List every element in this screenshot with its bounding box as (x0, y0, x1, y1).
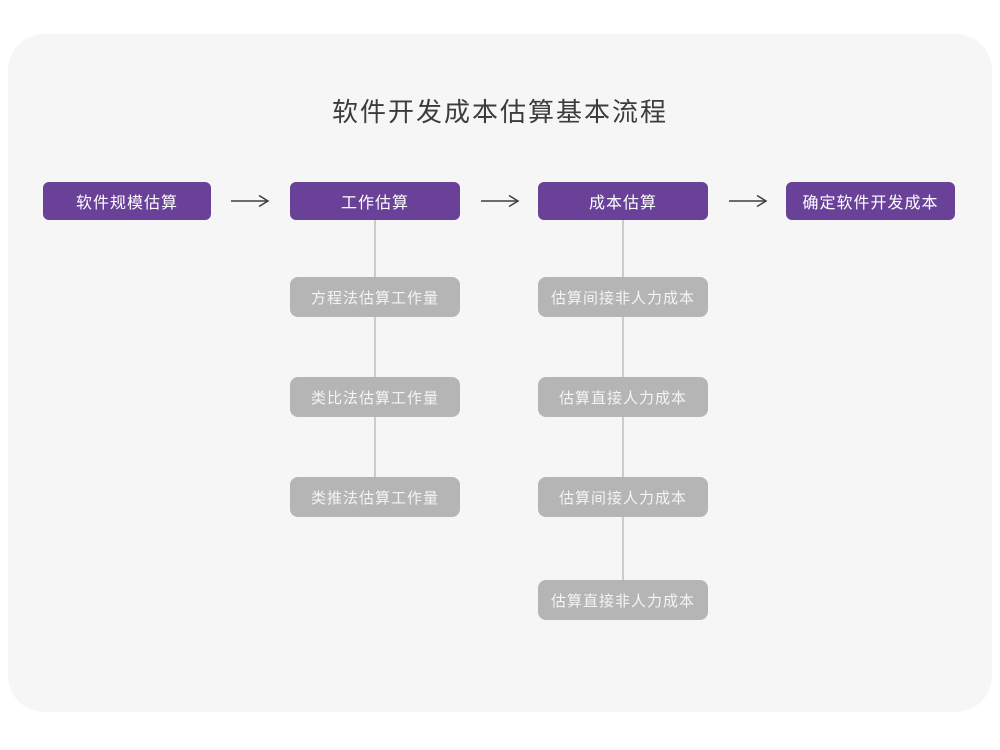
connector-line-work-estimation (374, 220, 376, 490)
sub-box-extrapolation-method: 类推法估算工作量 (290, 477, 460, 517)
sub-box-direct-nonlabor-cost: 估算直接非人力成本 (538, 580, 708, 620)
sub-box-equation-method: 方程法估算工作量 (290, 277, 460, 317)
sub-box-indirect-nonlabor-cost: 估算间接非人力成本 (538, 277, 708, 317)
right-arrow-icon (729, 194, 768, 208)
diagram-title: 软件开发成本估算基本流程 (331, 98, 668, 128)
sub-box-direct-labor-cost: 估算直接人力成本 (538, 377, 708, 417)
stage-box-software-scale-estimation: 软件规模估算 (43, 182, 211, 220)
right-arrow-icon (481, 194, 520, 208)
sub-box-analogy-method: 类比法估算工作量 (290, 377, 460, 417)
stage-box-determine-dev-cost: 确定软件开发成本 (786, 182, 955, 220)
stage-box-cost-estimation: 成本估算 (538, 182, 708, 220)
stage-box-work-estimation: 工作估算 (290, 182, 460, 220)
sub-box-indirect-labor-cost: 估算间接人力成本 (538, 477, 708, 517)
diagram-card (8, 34, 992, 712)
right-arrow-icon (231, 194, 270, 208)
